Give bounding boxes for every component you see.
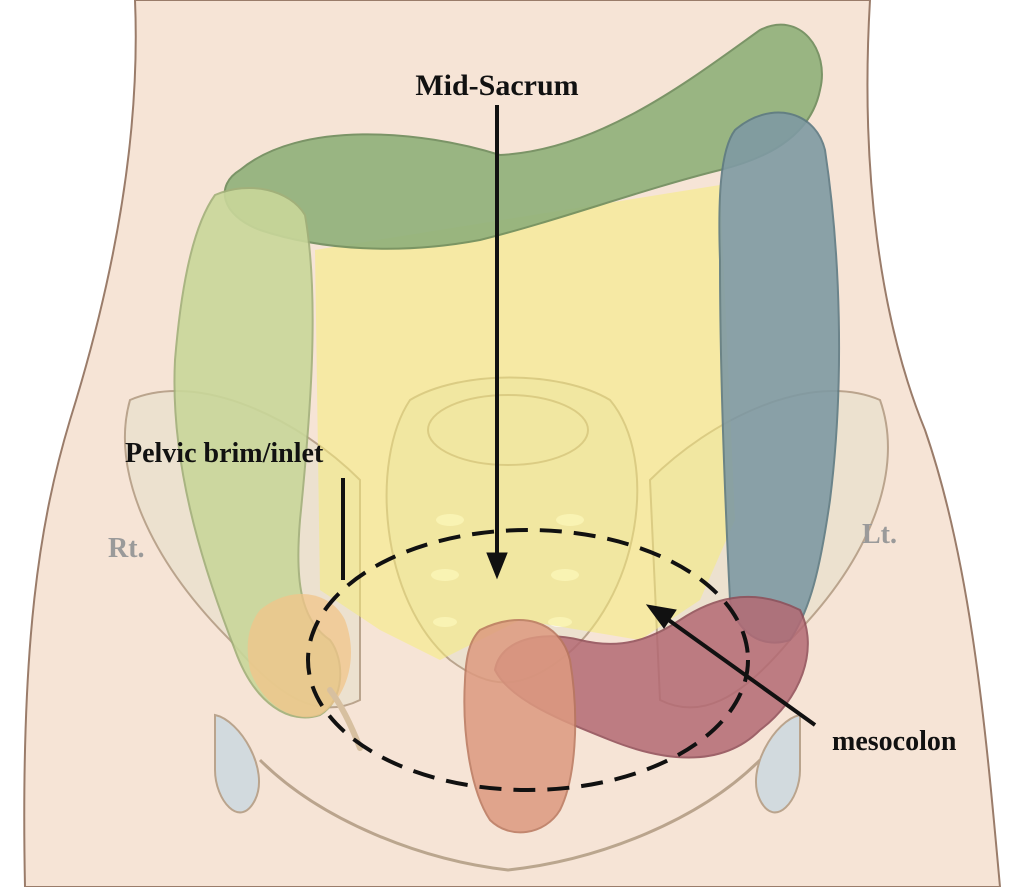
mesentery-highlight <box>315 185 735 660</box>
pelvic-brim-label: Pelvic brim/inlet <box>125 438 324 469</box>
left-side-label: Lt. <box>862 519 897 550</box>
right-side-label: Rt. <box>108 533 145 564</box>
mesocolon-label: mesocolon <box>832 726 957 757</box>
mid-sacrum-label: Mid-Sacrum <box>415 69 578 102</box>
rectum <box>464 620 575 832</box>
